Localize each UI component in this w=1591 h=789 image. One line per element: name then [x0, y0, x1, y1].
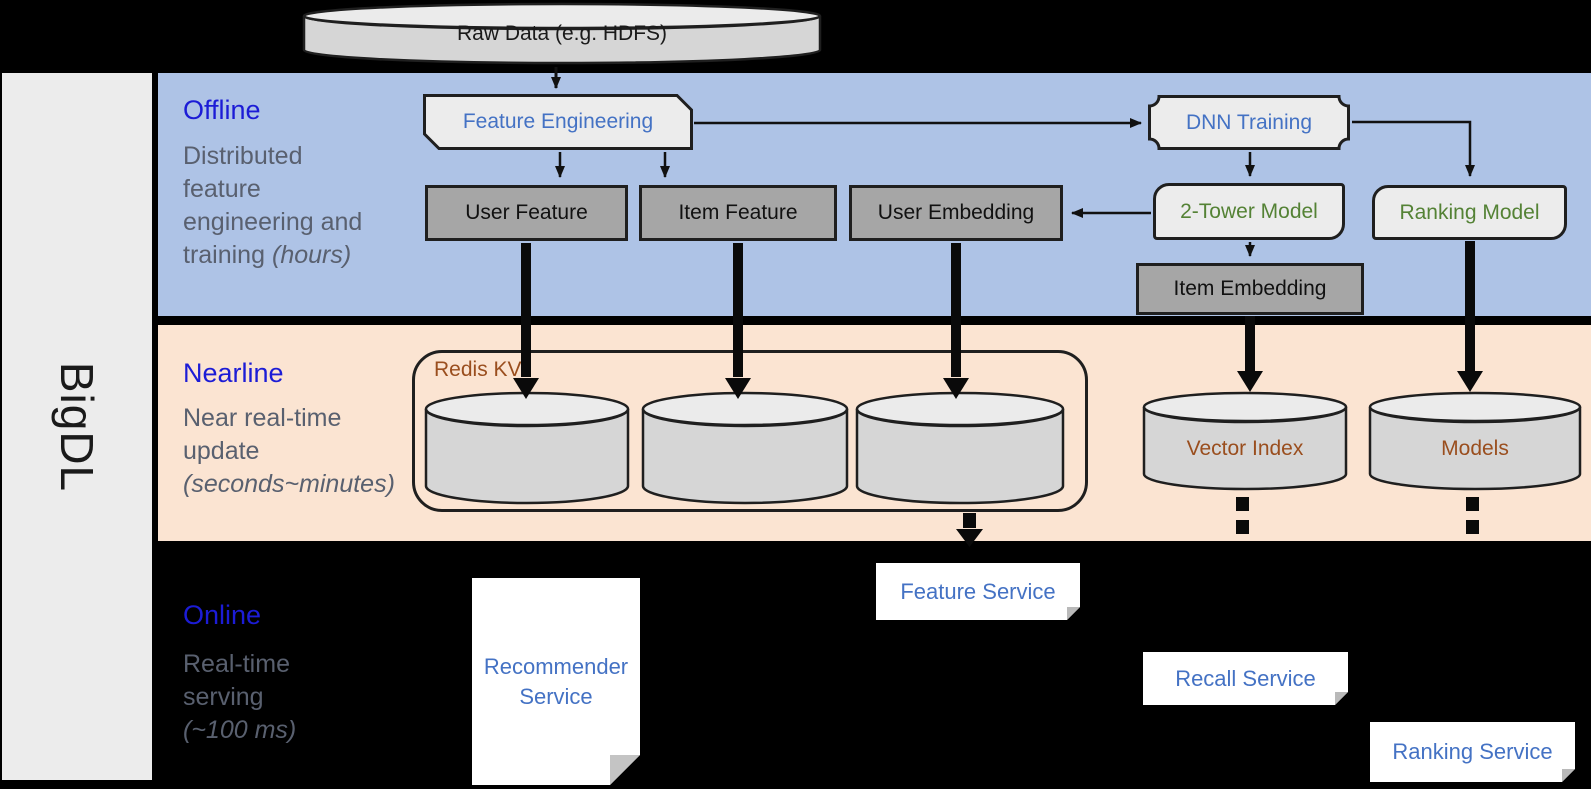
redis-kv-container: [412, 350, 1088, 512]
item-embedding-label: Item Embedding: [1173, 277, 1327, 300]
folded-corner: [1067, 607, 1080, 620]
redis-cylinder-2: [641, 390, 849, 506]
offline-description: Distributed feature engineering and trai…: [183, 142, 363, 269]
cylinder-shape: [302, 2, 822, 65]
two-tower-model-label: 2-Tower Model: [1180, 199, 1318, 223]
models-cylinder: Models: [1368, 390, 1582, 493]
offline-title: Offline: [183, 95, 261, 125]
feature-service-label: Feature Service: [900, 578, 1056, 604]
folded-corner: [610, 755, 640, 785]
feature-service-box: Feature Service: [876, 563, 1080, 620]
models-label: Models: [1441, 436, 1509, 460]
online-description: Real-time serving (~100 ms): [183, 650, 297, 744]
feature-engineering-label: Feature Engineering: [462, 110, 654, 133]
online-title: Online: [183, 600, 262, 630]
recall-service-label: Recall Service: [1175, 665, 1316, 691]
folded-corner: [1562, 769, 1575, 782]
cylinder-shape: [641, 391, 849, 505]
dnn-training-label: DNN Training: [1185, 110, 1313, 134]
user-feature-label: User Feature: [465, 201, 588, 224]
ranking-model-label: Ranking Model: [1399, 200, 1540, 224]
ranking-service-label: Ranking Service: [1392, 739, 1553, 764]
recommender-service-label: Recommender Service: [483, 653, 629, 709]
item-feature-box: Item Feature: [639, 185, 837, 241]
bigdl-logo-text: BigDL: [50, 361, 103, 492]
dnn-training-box: DNN Training: [1148, 95, 1350, 150]
nearline-title: Nearline: [183, 358, 284, 388]
feature-engineering-box: Feature Engineering: [423, 94, 693, 150]
recall-service-box: Recall Service: [1143, 652, 1348, 705]
ranking-service-box: Ranking Service: [1370, 722, 1575, 782]
folded-corner: [1335, 692, 1348, 705]
cylinder-shape: [855, 391, 1065, 505]
cylinder-shape: [424, 391, 630, 505]
user-embedding-box: User Embedding: [849, 185, 1063, 241]
two-tower-model-box: 2-Tower Model: [1153, 183, 1345, 240]
plaque-shape: [1148, 95, 1350, 150]
item-feature-label: Item Feature: [678, 201, 798, 224]
redis-kv-label: Redis KV: [434, 358, 522, 381]
cylinder-shape: [1368, 391, 1582, 491]
redis-cylinder-1: [424, 390, 630, 506]
nearline-description: Near real-time update (seconds~minutes): [183, 404, 395, 498]
user-embedding-label: User Embedding: [877, 201, 1035, 224]
bigdl-sidebar: BigDL: [2, 73, 152, 780]
vector-index-cylinder: Vector Index: [1142, 390, 1348, 493]
raw-data-cylinder: Raw Data (e.g. HDFS): [302, 2, 822, 66]
recommender-service-doc: Recommender Service: [472, 578, 640, 785]
cylinder-shape: [1142, 391, 1348, 491]
ranking-model-box: Ranking Model: [1372, 185, 1567, 240]
item-embedding-box: Item Embedding: [1136, 263, 1364, 315]
snip-corner-shape: [423, 94, 693, 150]
user-feature-box: User Feature: [425, 185, 628, 241]
raw-data-label: Raw Data (e.g. HDFS): [456, 22, 668, 45]
band-separator: [158, 316, 1591, 325]
redis-cylinder-3: [855, 390, 1065, 506]
vector-index-label: Vector Index: [1186, 436, 1304, 460]
